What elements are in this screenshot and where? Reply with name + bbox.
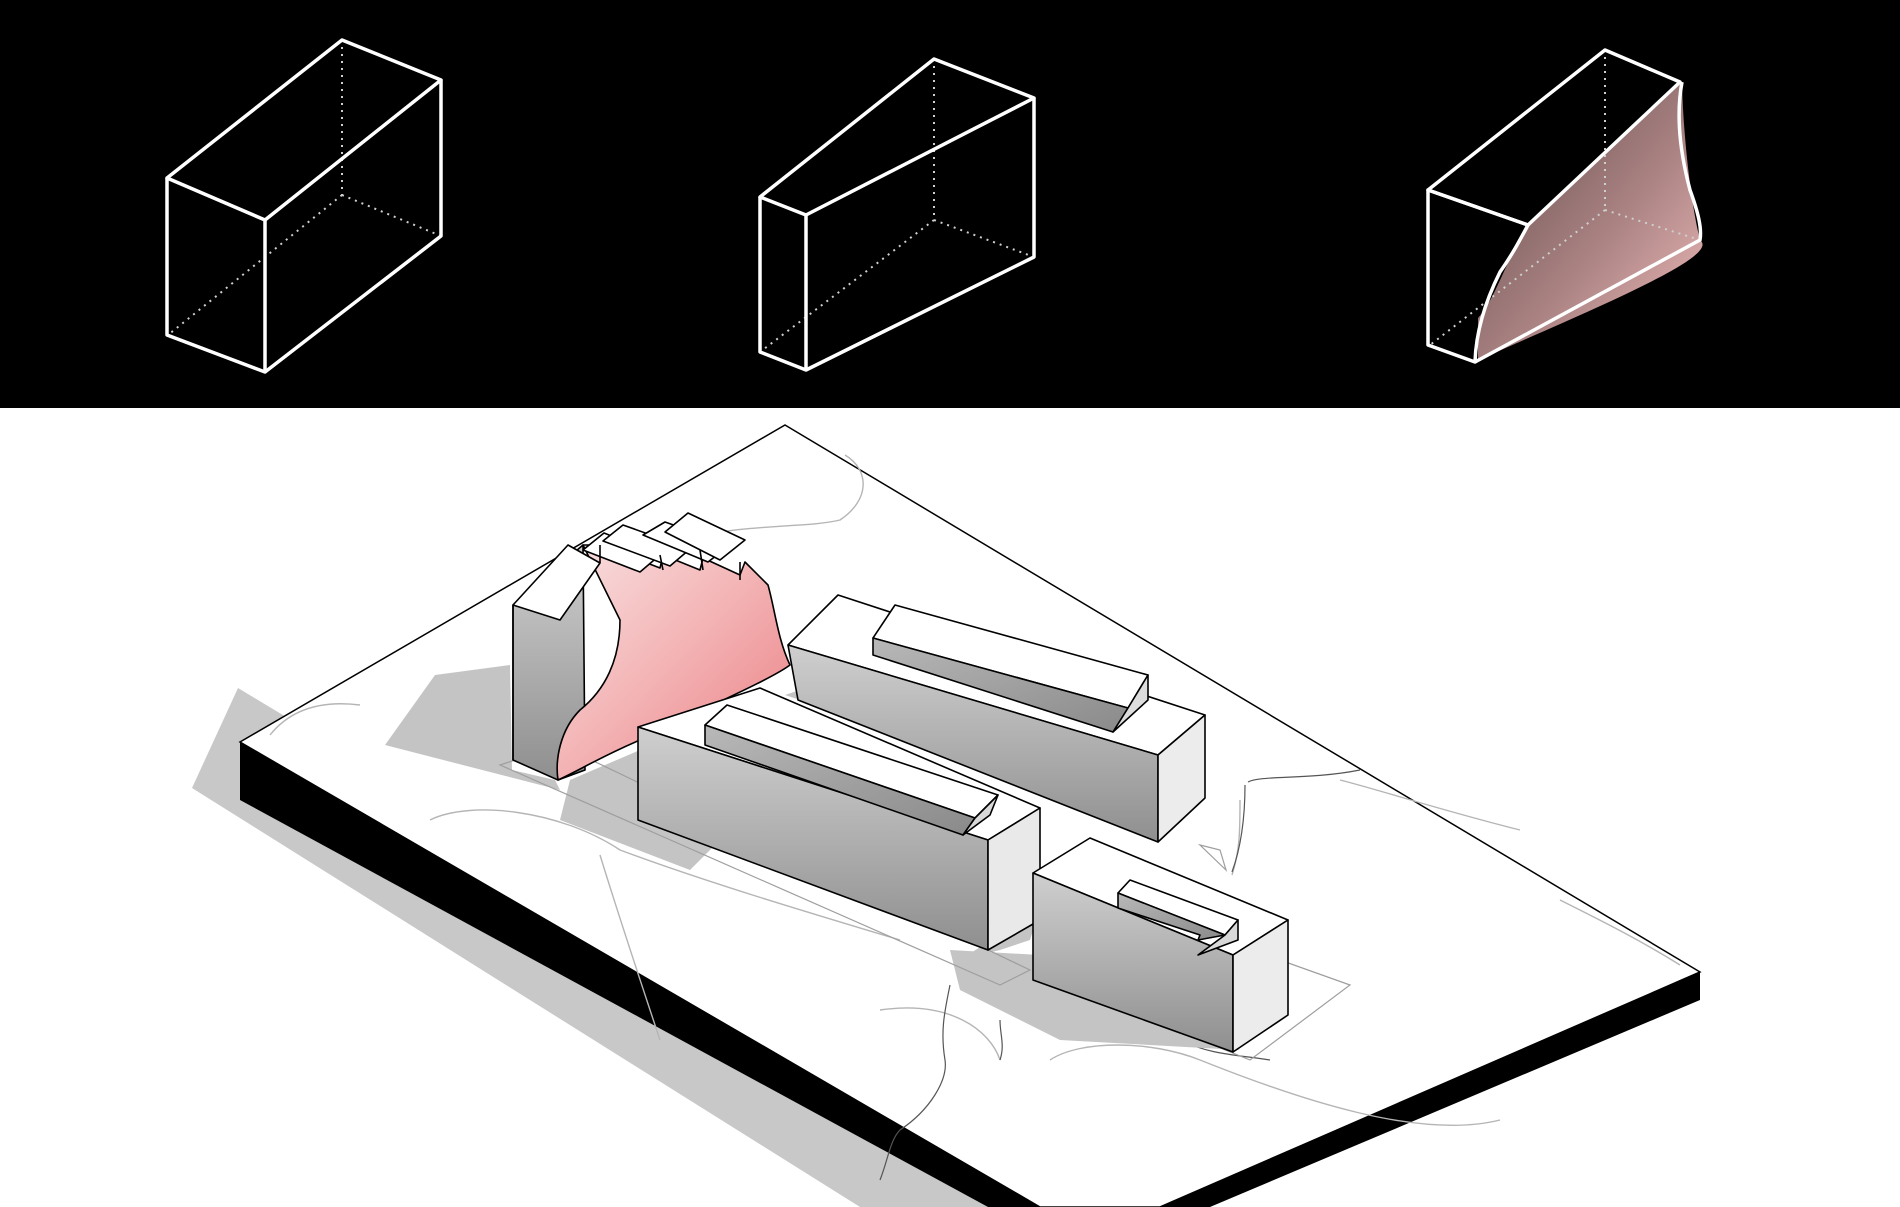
box-step-1: [165, 38, 443, 374]
building-small-block: [1032, 837, 1289, 1053]
building-curved-block: [512, 512, 791, 781]
form-evolution-band: [0, 0, 1900, 408]
box-step-3: [1426, 48, 1703, 364]
site-massing-model: [0, 408, 1900, 1207]
building-front-block: [637, 687, 1041, 951]
building-rear-block: [787, 594, 1206, 843]
site-paths: [879, 769, 1361, 1181]
box-step-2: [758, 57, 1036, 372]
